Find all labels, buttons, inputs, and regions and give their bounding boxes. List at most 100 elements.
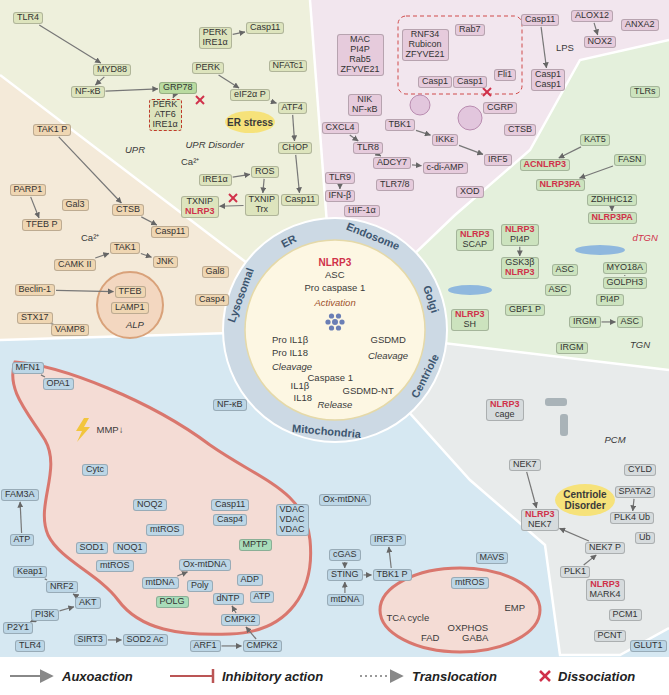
legend-text: Dissociation [558,669,635,684]
node-text: ANXA2 [625,20,655,30]
protein-box: STX17 [17,312,53,324]
node-text: NFATc1 [273,61,304,71]
node-text: TBK1 P [377,570,408,580]
node-text: SOD1 [80,543,105,553]
pathway-arrow [39,25,101,63]
annotation-label: Pro IL18 [272,348,308,358]
node-text: NLRP3PA [540,180,581,190]
node-text: Casp11 [250,23,280,33]
protein-box: IRF3 P [370,534,406,546]
protein-box: ARF1 [190,640,221,652]
node-text: SOD2 Ac [127,635,164,645]
node-text: Gal3 [66,200,85,210]
protein-box: Casp11 [281,194,319,206]
pathway-arrow [364,574,372,575]
pathway-arrow [412,164,421,166]
node-text: Rab5 [341,55,380,65]
protein-box: TLRs [630,86,660,98]
node-text: ZDHHC12 [591,195,633,205]
pathway-arrow [350,135,359,141]
node-text: SCAP [460,240,490,250]
node-text: mtDNA [331,595,360,605]
pathway-arrow [344,582,345,593]
node-text: ASC [549,285,568,295]
protein-box: GLUT1 [630,640,667,652]
node-text: TAK1 P [37,125,67,135]
protein-box: TLR7/8 [376,179,414,191]
protein-box: IFN-β [325,190,356,202]
annotation-label: IL1β [291,381,310,391]
node-text: IRF3 P [374,535,402,545]
node-text: Poly [191,581,209,591]
pathway-arrow [459,145,483,154]
pathway-arrow [559,147,581,158]
node-text: PI4P [600,295,620,305]
protein-box: mtDNA [142,577,179,589]
node-text: Casp1 [422,77,448,87]
annotation-label: ER stress [227,117,273,128]
protein-box: NLRP3PA [588,212,637,224]
protein-box: mtROS [451,577,489,589]
protein-box: MYO18A [603,262,648,274]
node-text: JNK [157,257,174,267]
node-text: PERK [153,100,178,110]
annotation-label: UPR Disorder [186,140,245,150]
protein-box: ANXA2 [621,19,659,31]
pathway-arrow [344,562,345,568]
region-name: Mitochondria [291,422,361,440]
node-text: CTSB [508,125,532,135]
protein-box: NOX2 [584,36,617,48]
node-text: TLR4 [17,13,39,23]
node-text: TFEB P [26,220,58,230]
node-text: CMPK2 [225,615,256,625]
node-text: ROS [255,167,275,177]
legend-strip [0,657,669,695]
node-text: RNF34 [406,30,445,40]
protein-box: NLRP3SH [451,309,489,331]
pathway-arrow [59,137,122,203]
node-text: ADP [241,575,260,585]
node-text: TLR8 [357,143,379,153]
stress-burst [225,111,275,133]
legend-dissociation [540,671,550,681]
node-text: TXNIP [185,197,215,207]
annotation-label: PCM [605,435,626,445]
pathway-arrow [379,155,381,156]
node-text: PERK [203,28,228,38]
protein-box: Ub [635,532,655,544]
pathway-arrow [594,23,598,35]
node-text: Rubicon [406,40,445,50]
protein-box: PCNT [594,630,627,642]
protein-box: IRGM [569,316,601,328]
protein-box: NIKNF-κB [348,94,382,116]
node-text: Casp11 [525,15,555,25]
pathway-arrow [624,275,625,276]
inflammasome-core [245,240,425,420]
node-text: IRGM [560,343,584,353]
pathway-arrow [416,130,430,135]
protein-box: RNF34RubiconZFYVE21 [402,29,449,61]
node-text: ARF1 [194,641,217,651]
protein-box: PLK1 [560,566,590,578]
node-text: NLRP3 [505,268,535,278]
annotation-label: Release [318,400,353,410]
pathway-arrow [232,606,236,613]
node-text: TFEB [119,287,142,297]
protein-box: TXNIPTrx [245,194,280,216]
pathway-arrow [141,254,152,258]
node-text: NEK7 [525,520,555,530]
protein-box: mtDNA [327,594,364,606]
pathway-arrow [233,32,245,34]
protein-box: CHOP [278,142,312,154]
pathway-arrow [580,166,613,178]
protein-box: IKKε [432,134,459,146]
protein-box: PLK4 Ub [610,512,654,524]
protein-box: MFN1 [12,362,45,374]
node-text: GRP78 [163,83,193,93]
protein-box: GOLPH3 [603,277,648,289]
protein-box: NOQ1 [113,542,147,554]
protein-box: CTSB [112,204,144,216]
annotation-label: dTGN [633,233,658,243]
annotation-label: Ca²⁺ [81,233,99,243]
pathway-arrow [220,205,244,207]
